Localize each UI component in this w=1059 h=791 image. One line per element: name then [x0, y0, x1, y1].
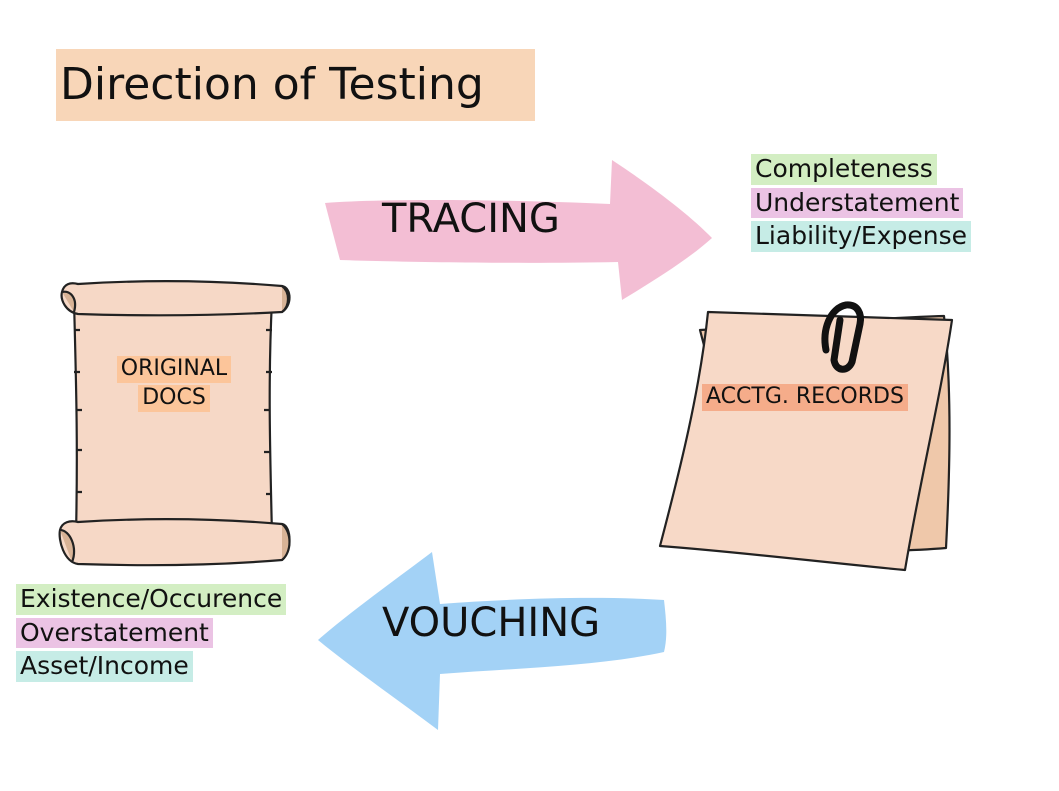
- assertion-understatement: Understatement: [751, 187, 964, 218]
- vouching-arrow: [318, 552, 667, 730]
- assertion-asset-income: Asset/Income: [16, 651, 193, 682]
- assertion-liability-expense: Liability/Expense: [751, 221, 972, 252]
- original-docs-line2: DOCS: [138, 384, 210, 412]
- assertion-completeness: Completeness: [751, 154, 937, 185]
- vouching-label: VOUCHING: [382, 600, 601, 646]
- tracing-label: TRACING: [382, 196, 560, 242]
- assertion-existence-occurence: Existence/Occurence: [16, 584, 287, 615]
- accounting-records-text: ACCTG. RECORDS: [702, 384, 908, 411]
- tracing-arrow: [325, 160, 712, 300]
- original-docs-label: ORIGINAL DOCS: [100, 356, 248, 414]
- vouching-assertions: Existence/Occurence Overstatement Asset/…: [16, 584, 287, 685]
- page-title: Direction of Testing: [56, 49, 535, 121]
- assertion-overstatement: Overstatement: [16, 617, 213, 648]
- accounting-records-label: ACCTG. RECORDS: [702, 384, 908, 411]
- tracing-assertions: Completeness Understatement Liability/Ex…: [751, 154, 972, 255]
- scroll-icon: [58, 280, 291, 567]
- records-note-icon: [658, 301, 954, 572]
- original-docs-line1: ORIGINAL: [116, 356, 232, 383]
